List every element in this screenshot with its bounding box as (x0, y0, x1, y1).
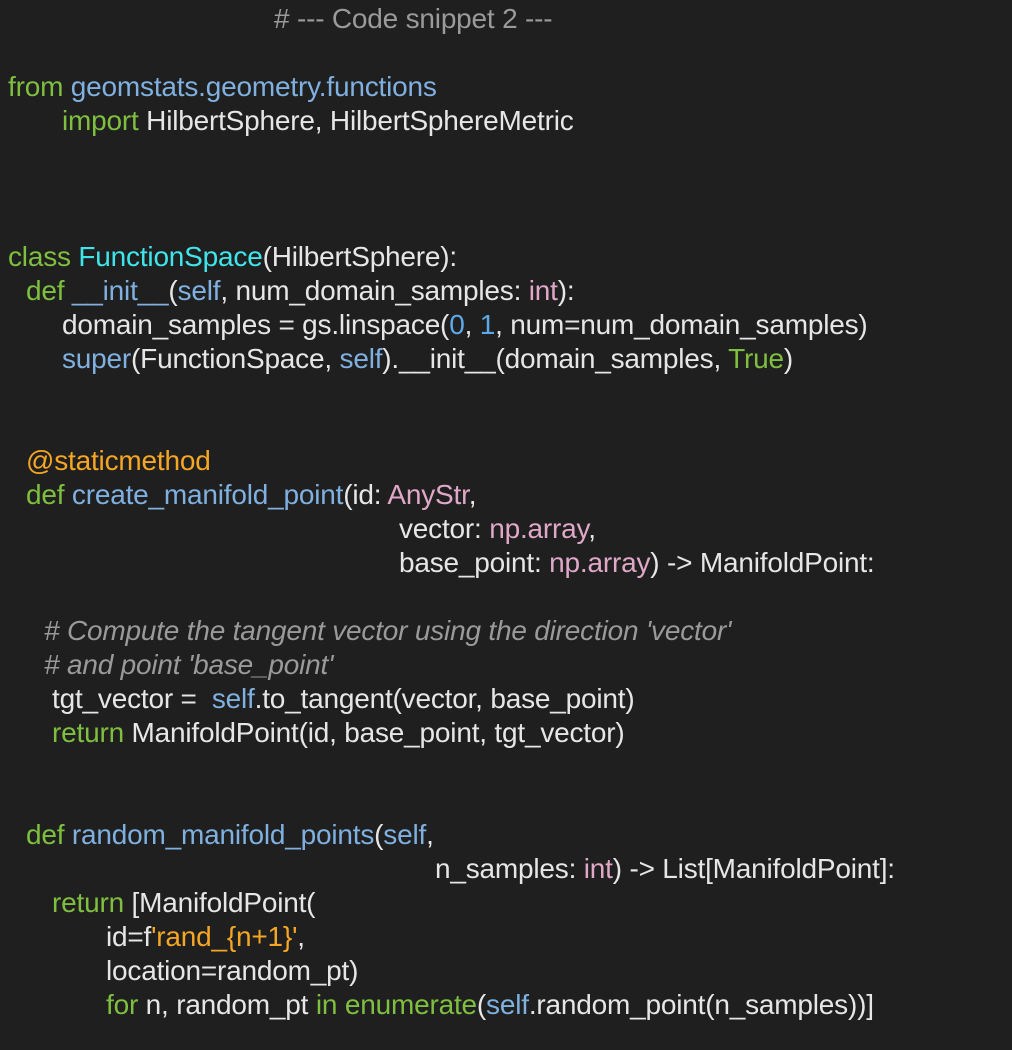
code-line: # --- Code snippet 2 --- (274, 2, 553, 36)
code-token-type: int (583, 853, 613, 884)
code-line: super(FunctionSpace, self).__init__(doma… (62, 342, 793, 376)
code-token-plain: ) -> List[ManifoldPoint]: (612, 853, 895, 884)
code-token-keyword: return (52, 717, 124, 748)
code-line: for n, random_pt in enumerate(self.rando… (106, 988, 874, 1022)
code-token-plain: , (297, 921, 305, 952)
code-token-plain: , (588, 513, 596, 544)
code-token-type: np.array (549, 547, 651, 578)
code-token-keyword: for (106, 989, 139, 1020)
code-line: return ManifoldPoint(id, base_point, tgt… (52, 716, 625, 750)
code-token-plain: (id: (343, 479, 388, 510)
code-token-builtin: self (211, 683, 255, 714)
code-token-plain: n_samples: (435, 853, 584, 884)
code-token-builtin: self (339, 343, 383, 374)
code-line: class FunctionSpace(HilbertSphere): (8, 240, 457, 274)
code-token-plain: ) -> ManifoldPoint: (650, 547, 875, 578)
code-token-keyword: import (62, 105, 139, 136)
code-token-keyword: def (26, 275, 65, 306)
code-line: vector: np.array, (399, 512, 596, 546)
code-token-keyword: from (8, 71, 64, 102)
code-token-plain: vector: (399, 513, 490, 544)
code-token-keyword: return (52, 887, 124, 918)
code-token-string: 'rand_{n+1}' (151, 921, 298, 952)
code-token-keyword: def (26, 819, 65, 850)
code-token-plain: location=random_pt) (106, 955, 359, 986)
code-token-plain: ): (557, 275, 575, 306)
code-token-plain: ( (476, 989, 487, 1020)
code-token-plain: , (468, 479, 477, 510)
code-line: # Compute the tangent vector using the d… (44, 614, 731, 648)
code-token-plain: base_point: (399, 547, 550, 578)
code-token-module: geomstats.geometry.functions (70, 71, 437, 102)
code-token-type: np.array (489, 513, 589, 544)
code-line: id=f'rand_{n+1}', (106, 920, 305, 954)
code-line: domain_samples = gs.linspace(0, 1, num=n… (62, 308, 868, 342)
code-token-plain: n, random_pt (138, 989, 316, 1020)
code-token-plain: , (426, 819, 434, 850)
code-token-decorator: @staticmethod (26, 445, 211, 476)
code-token-class: FunctionSpace (78, 241, 263, 272)
code-token-plain (337, 989, 345, 1020)
code-token-plain: (FunctionSpace, (131, 343, 340, 374)
code-token-keyword: enumerate (344, 989, 477, 1020)
code-token-plain: id=f (106, 921, 152, 952)
code-token-builtin: __init__ (71, 275, 169, 306)
code-line: import HilbertSphere, HilbertSphereMetri… (62, 104, 574, 138)
code-token-number: 1 (479, 309, 496, 340)
code-token-plain (63, 71, 71, 102)
code-line: def __init__(self, num_domain_samples: i… (26, 274, 575, 308)
code-token-keyword: class (8, 241, 71, 272)
code-token-type: int (528, 275, 558, 306)
code-token-builtin: create_manifold_point (71, 479, 344, 510)
code-token-plain: .to_tangent(vector, base_point) (254, 683, 635, 714)
code-token-plain (64, 819, 72, 850)
code-token-keyword: def (26, 479, 65, 510)
code-line: # and point 'base_point' (44, 648, 333, 682)
code-token-number: 0 (449, 309, 465, 340)
code-line: def random_manifold_points(self, (26, 818, 434, 852)
code-token-builtin: super (62, 343, 132, 374)
code-token-plain: (HilbertSphere): (262, 241, 458, 272)
code-token-plain: domain_samples = gs.linspace( (62, 309, 450, 340)
code-line: n_samples: int) -> List[ManifoldPoint]: (435, 852, 895, 886)
code-token-plain: tgt_vector = (52, 683, 212, 714)
code-line: location=random_pt) (106, 954, 358, 988)
code-line: tgt_vector = self.to_tangent(vector, bas… (52, 682, 635, 716)
code-token-keyword: in (315, 989, 338, 1020)
code-token-plain: ).__init__(domain_samples, (382, 343, 729, 374)
code-token-const: True (728, 343, 784, 374)
code-token-builtin: self (383, 819, 427, 850)
code-line: base_point: np.array) -> ManifoldPoint: (399, 546, 875, 580)
code-line: @staticmethod (26, 444, 211, 478)
code-line: return [ManifoldPoint( (52, 886, 315, 920)
code-token-plain: [ManifoldPoint( (123, 887, 316, 918)
code-token-plain (64, 479, 72, 510)
code-line: from geomstats.geometry.functions (8, 70, 437, 104)
code-token-type: AnyStr (387, 479, 469, 510)
code-token-plain: , num=num_domain_samples) (495, 309, 868, 340)
code-token-comment: # and point 'base_point' (44, 649, 334, 680)
code-token-plain: ( (374, 819, 384, 850)
code-token-plain (64, 275, 72, 306)
code-token-plain: ( (168, 275, 178, 306)
code-token-plain: ManifoldPoint(id, base_point, tgt_vector… (123, 717, 625, 748)
code-token-plain: ) (783, 343, 793, 374)
code-line: def create_manifold_point(id: AnyStr, (26, 478, 476, 512)
code-token-plain: , num_domain_samples: (220, 275, 529, 306)
code-token-plain: .random_point(n_samples))] (528, 989, 874, 1020)
code-token-plain: HilbertSphere, HilbertSphereMetric (138, 105, 574, 136)
code-token-builtin: random_manifold_points (71, 819, 375, 850)
code-token-builtin: self (177, 275, 221, 306)
code-token-header: # --- Code snippet 2 --- (274, 3, 553, 34)
code-token-comment: # Compute the tangent vector using the d… (44, 615, 732, 646)
code-token-plain: , (464, 309, 480, 340)
code-token-builtin: self (486, 989, 529, 1020)
